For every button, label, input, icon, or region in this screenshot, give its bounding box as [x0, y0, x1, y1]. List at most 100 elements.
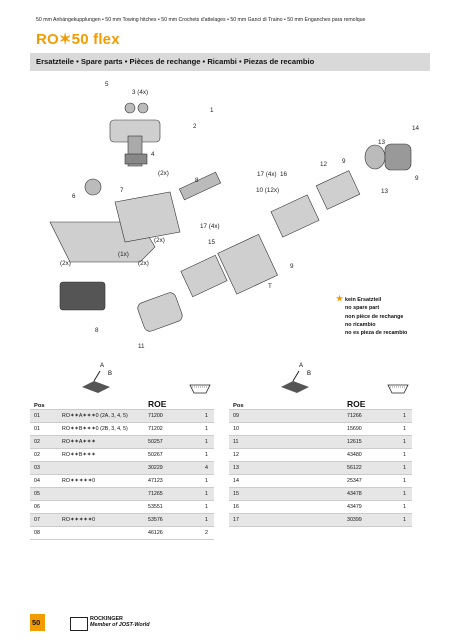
diagram-callout: 17 (4x) — [200, 223, 220, 230]
cell-qty: 1 — [385, 422, 412, 436]
cell-roe: 30399 — [343, 513, 385, 527]
cell-qty: 1 — [385, 409, 412, 423]
cell-roe: 47123 — [144, 474, 186, 488]
bush-13 — [364, 144, 386, 170]
cell-qty: 1 — [385, 513, 412, 527]
cell-pos: 03 — [30, 461, 58, 475]
brand-tagline: Member of JOST-World — [90, 622, 150, 629]
diagram-callout: 17 (4x) — [257, 171, 277, 178]
legend-line: non pièce de rechange — [345, 313, 404, 320]
page-title: RO✶50 flex — [36, 31, 120, 48]
legend-line: no ricambio — [345, 321, 376, 328]
legend-line: kein Ersatzteil — [345, 297, 382, 303]
cell-qty: 1 — [385, 474, 412, 488]
cell-roe: 43479 — [343, 500, 385, 514]
bolt-top — [124, 102, 136, 114]
diagram-callout: 7 — [120, 187, 124, 194]
diagram-callout: 16 — [280, 171, 288, 178]
diagram-callout: 11 — [138, 343, 145, 350]
cell-pos: 09 — [229, 409, 257, 423]
legend-line: no spare part — [345, 305, 380, 312]
cell-pos: 17 — [229, 513, 257, 527]
middle-plate — [114, 191, 181, 243]
cell-qty: 1 — [186, 487, 214, 501]
cell-qty: 1 — [385, 487, 412, 501]
cell-qty: 1 — [186, 474, 214, 488]
cell-name — [257, 435, 343, 449]
cell-roe: 71265 — [144, 487, 186, 501]
diagram-callout: 9 — [415, 175, 419, 182]
cell-roe: 71266 — [343, 409, 385, 423]
cell-pos: 04 — [30, 474, 58, 488]
brand: ROCKINGER Member of JOST-World — [90, 616, 150, 628]
legend-line: no es pieza de recambio — [345, 330, 408, 337]
diagram-callout: (1x) — [118, 251, 129, 258]
icon-label-b: B — [307, 371, 311, 377]
cell-qty: 1 — [186, 513, 214, 527]
cell-name — [257, 422, 343, 436]
cell-pos: 14 — [229, 474, 257, 488]
cell-name — [58, 487, 144, 501]
cell-pos: 10 — [229, 422, 257, 436]
cell-name: RO✶✶B✶✶✶0 (2B, 3, 4, 5) — [58, 422, 144, 436]
cell-name — [257, 409, 343, 423]
section-bar: Ersatzteile • Spare parts • Pièces de re… — [30, 53, 430, 71]
star-icon: ★ — [336, 294, 344, 303]
diagram-callout: 4 — [151, 151, 155, 158]
cell-roe: 12615 — [343, 435, 385, 449]
coupling-ab-icon: A B — [82, 363, 112, 393]
cell-qty: 2 — [186, 526, 214, 540]
diagram-callout: 14 — [412, 125, 420, 132]
cell-pos: 11 — [229, 435, 257, 449]
cell-qty: 1 — [186, 409, 214, 423]
icon-label-b: B — [108, 371, 112, 377]
cell-roe: 15690 — [343, 422, 385, 436]
table-header: Pos ROE — [30, 397, 214, 410]
cell-qty: 1 — [385, 435, 412, 449]
cell-name — [58, 526, 144, 540]
section-bar-label: Ersatzteile • Spare parts • Pièces de re… — [36, 57, 315, 66]
diagram-callout: 1 — [210, 107, 214, 114]
cell-pos: 05 — [30, 487, 58, 501]
diagram-callout: 6 — [72, 193, 76, 200]
cell-pos: 02 — [30, 448, 58, 462]
cell-roe: 46126 — [144, 526, 186, 540]
cell-pos: 15 — [229, 487, 257, 501]
plate-10 — [270, 194, 320, 238]
table-header: Pos ROE — [229, 397, 412, 410]
cell-name: RO✶✶A✶✶✶ — [58, 435, 144, 449]
cell-name — [257, 500, 343, 514]
cell-pos: 02 — [30, 435, 58, 449]
diagram-callout: 12 — [320, 161, 328, 168]
cell-name: RO✶✶B✶✶✶ — [58, 448, 144, 462]
diagram-callout: 13 — [381, 188, 389, 195]
diagram-callout: (2x) — [158, 170, 169, 177]
cell-roe: 25347 — [343, 474, 385, 488]
cell-roe: 53551 — [144, 500, 186, 514]
cell-qty: 1 — [186, 448, 214, 462]
plate-12 — [315, 170, 361, 210]
diagram-callout: 10 (12x) — [256, 187, 279, 194]
cell-name — [257, 461, 343, 475]
cell-name — [257, 448, 343, 462]
legend: ★ kein Ersatzteil no spare part non pièc… — [336, 294, 408, 337]
cell-pos: 16 — [229, 500, 257, 514]
cell-roe: 71200 — [144, 409, 186, 423]
cell-pos: 07 — [30, 513, 58, 527]
diagram-callout: 3 (4x) — [132, 89, 148, 96]
